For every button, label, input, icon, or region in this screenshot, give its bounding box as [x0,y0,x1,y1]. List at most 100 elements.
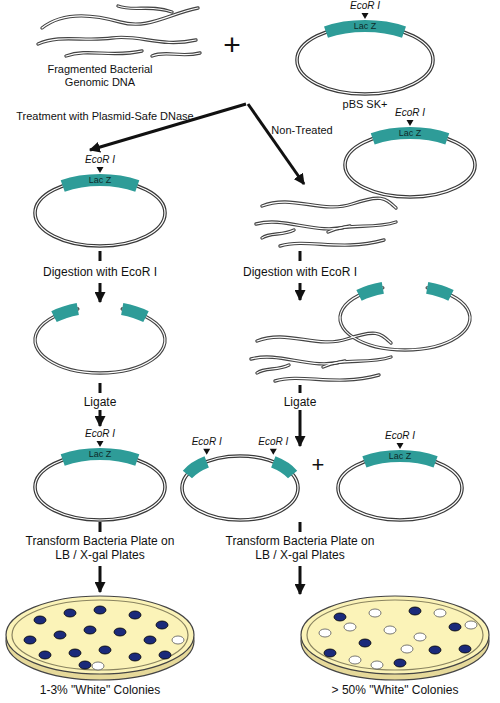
cut-fragments [251,333,391,381]
blue-colony [409,607,421,615]
step-label: Digestion with EcoR I [43,266,157,280]
step-arrow [299,566,302,594]
white-colony [92,662,104,670]
step-tick [299,522,302,532]
dna-fragment [328,222,396,232]
plasmid: EcoR ILac Z [31,428,169,542]
plasmid: EcoR ILac Z [31,154,169,268]
white-colony [369,609,381,617]
blue-colony [64,609,76,617]
dna-fragment [152,53,200,56]
blue-colony [129,653,141,661]
cut-site-marker [270,449,277,455]
blue-colony [459,645,471,653]
cut-site-marker [407,120,414,126]
dna-fragment [257,365,289,373]
blue-colony [69,649,81,657]
dna-fragment [257,365,289,373]
blue-colony [114,628,126,636]
lacz-piece [54,309,78,317]
cut-site-marker [362,13,369,19]
dna-fragment [152,53,200,56]
white-colony [384,626,396,634]
gene-label: Lac Z [89,175,112,185]
step-label: Digestion with EcoR I [243,266,357,280]
dna-strands-outer [35,6,470,381]
cut-site-marker [97,167,104,173]
white-colony [172,636,184,644]
dna-fragment [275,375,379,381]
lacz-band [187,462,206,475]
blue-colony [359,639,371,647]
dna-fragment [280,240,384,246]
branch-label: Non-Treated [271,124,332,137]
plasmid-outline [334,430,466,542]
dna-fragment [66,51,142,56]
step-tick [99,383,102,393]
blue-colony [144,636,156,644]
plasmid: EcoR ILac Z [334,430,466,542]
step-tick [99,251,102,261]
cut-site-marker [397,443,404,449]
blue-colony [324,649,336,657]
digested-plasmid [340,288,470,350]
plasmid-ring [338,456,462,520]
plus-sign: + [223,28,241,63]
lacz-piece [427,288,451,296]
white-colony [371,661,383,669]
restriction-site-label: EcoR I [85,428,115,440]
plus-sign: + [312,452,325,477]
white-colony [319,629,331,637]
dna-fragment [328,222,396,232]
lacz-band [273,462,292,475]
blue-colony [449,623,461,631]
white-colony [401,645,413,653]
dna-fragment [262,230,294,238]
blue-colony [429,646,441,654]
blue-colony [156,621,168,629]
step-label: Transform Bacteria Plate on LB / X-gal P… [20,535,180,563]
white-colony [414,633,426,641]
digested-plasmid [35,309,165,373]
blue-colony [34,616,46,624]
blue-colony [159,651,171,659]
result-label: > 50% "White" Colonies [332,684,459,698]
step-arrow [299,283,302,300]
blue-colony [84,626,96,634]
plasmid: EcoR ILac Z [341,107,479,219]
branch-arrow [248,104,304,184]
plasmid-ring-inner [35,180,165,246]
white-colony [434,609,446,617]
dna-fragment [262,198,396,208]
blue-colony [24,636,36,644]
dna-strands-inner [35,6,470,381]
plasmid-ring-inner [338,456,462,520]
dna-fragment [323,357,391,367]
blue-colony [94,606,106,614]
plasmid: EcoR ILac ZpBS SK+ [293,0,437,116]
lacz-pieces [54,288,451,317]
step-arrow [99,566,102,592]
dna-fragment [42,8,198,28]
white-colony [465,621,477,629]
cut-site-marker [97,441,104,447]
lacz-piece [359,288,383,296]
plasmid-ring [35,454,165,520]
plasmid-outline [31,154,169,268]
dna-fragment [257,333,391,343]
plasmid-ring-inner [35,454,165,520]
digested-plasmid [35,309,165,373]
dna-fragment [38,37,196,44]
dish-top [6,596,194,674]
plasmid-outline [31,428,169,542]
blue-colony [334,613,346,621]
colonies [24,606,477,670]
dish-rim [307,600,483,670]
petri-dish [6,596,194,680]
dna-fragment [275,375,379,381]
lacz-piece [122,309,146,317]
restriction-site-label: EcoR I [385,430,415,442]
step-tick [299,385,302,393]
branch-label: Treatment with Plasmid-Safe DNase [16,110,194,123]
step-arrow [99,283,102,302]
